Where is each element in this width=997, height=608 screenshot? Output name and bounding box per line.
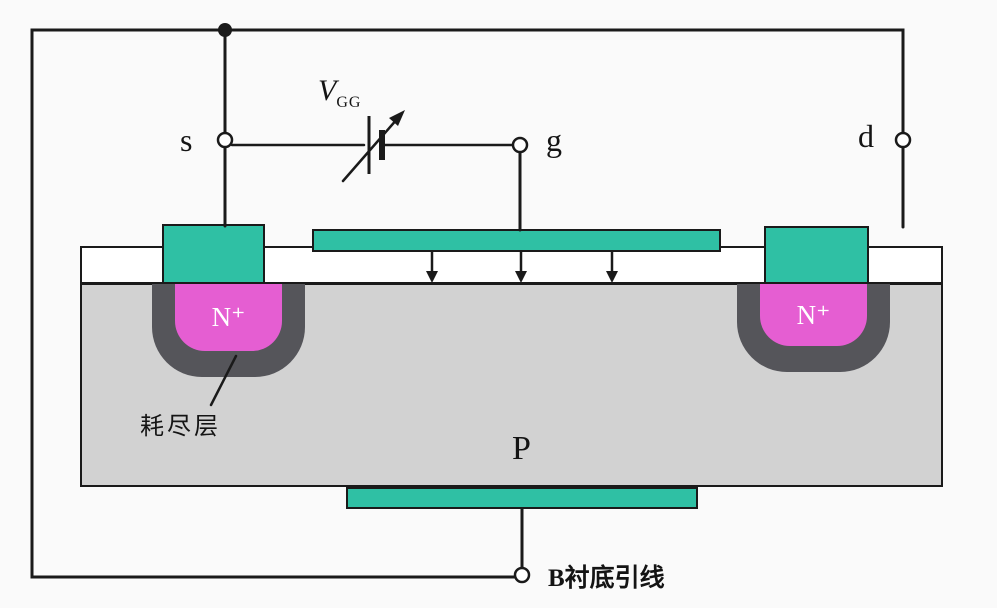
field-arrow-head bbox=[606, 271, 618, 283]
n-plus-label-left: N⁺ bbox=[211, 302, 246, 332]
gate-label: g bbox=[546, 122, 562, 158]
outer-circuit-wire bbox=[30, 28, 905, 579]
gate-field-arrows bbox=[426, 250, 618, 283]
drain-terminal bbox=[894, 131, 912, 149]
gate-electrode bbox=[312, 229, 721, 252]
junction-dot bbox=[218, 23, 232, 37]
vgg-symbol: V bbox=[318, 74, 337, 107]
variable-arrow-shaft bbox=[341, 116, 400, 183]
variable-arrow-head bbox=[389, 110, 405, 126]
depletion-layer-label: 耗尽层 bbox=[140, 414, 221, 440]
source-contact bbox=[162, 224, 265, 284]
source-terminal bbox=[216, 131, 234, 149]
source-label: s bbox=[180, 122, 193, 158]
vgg-subscript: GG bbox=[336, 94, 362, 111]
field-arrow-head bbox=[515, 271, 527, 283]
drain-contact bbox=[764, 226, 869, 284]
substrate-label: P bbox=[512, 430, 531, 467]
n-plus-region-left: N⁺ bbox=[175, 284, 282, 351]
depletion-leader-line bbox=[209, 354, 238, 407]
drain-label: d bbox=[858, 118, 874, 154]
substrate-terminal bbox=[513, 566, 531, 584]
vgg-source-label: VGG bbox=[318, 74, 361, 112]
substrate-lead-label: B衬底引线 bbox=[548, 565, 665, 592]
field-arrow-head bbox=[426, 271, 438, 283]
n-plus-region-right: N⁺ bbox=[760, 284, 867, 346]
gate-terminal bbox=[511, 136, 529, 154]
n-plus-label-right: N⁺ bbox=[796, 299, 831, 330]
